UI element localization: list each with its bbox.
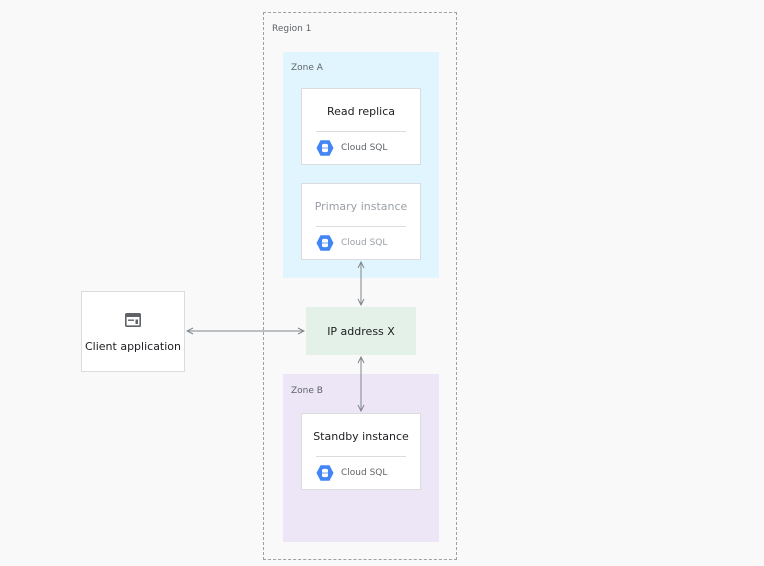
standby-instance-card[interactable]: Standby instance Cloud SQL	[301, 413, 421, 490]
standby-instance-title: Standby instance	[313, 430, 409, 443]
card-divider	[316, 226, 406, 227]
ip-address-label: IP address X	[327, 324, 395, 338]
browser-window-icon	[125, 313, 141, 327]
read-replica-title: Read replica	[326, 105, 396, 118]
cloud-sql-icon	[316, 465, 334, 481]
card-divider	[316, 456, 406, 457]
cloud-sql-icon	[316, 140, 334, 156]
product-label: Cloud SQL	[341, 143, 388, 153]
product-label: Cloud SQL	[341, 238, 388, 248]
card-divider	[316, 131, 406, 132]
region-label: Region 1	[272, 24, 312, 34]
zone-a-label: Zone A	[291, 63, 323, 73]
region-1-boundary	[263, 12, 457, 560]
client-application-node[interactable]: Client application	[81, 291, 185, 372]
card-footer: Cloud SQL	[316, 139, 387, 157]
primary-instance-title: Primary instance	[314, 200, 408, 213]
client-application-label: Client application	[84, 340, 182, 353]
product-label: Cloud SQL	[341, 468, 388, 478]
ip-address-node[interactable]: IP address X	[306, 307, 416, 355]
zone-b-label: Zone B	[291, 386, 323, 396]
card-footer: Cloud SQL	[316, 234, 387, 252]
card-footer: Cloud SQL	[316, 464, 387, 482]
cloud-sql-icon	[316, 235, 334, 251]
primary-instance-card[interactable]: Primary instance Cloud SQL	[301, 183, 421, 260]
read-replica-card[interactable]: Read replica Cloud SQL	[301, 88, 421, 165]
